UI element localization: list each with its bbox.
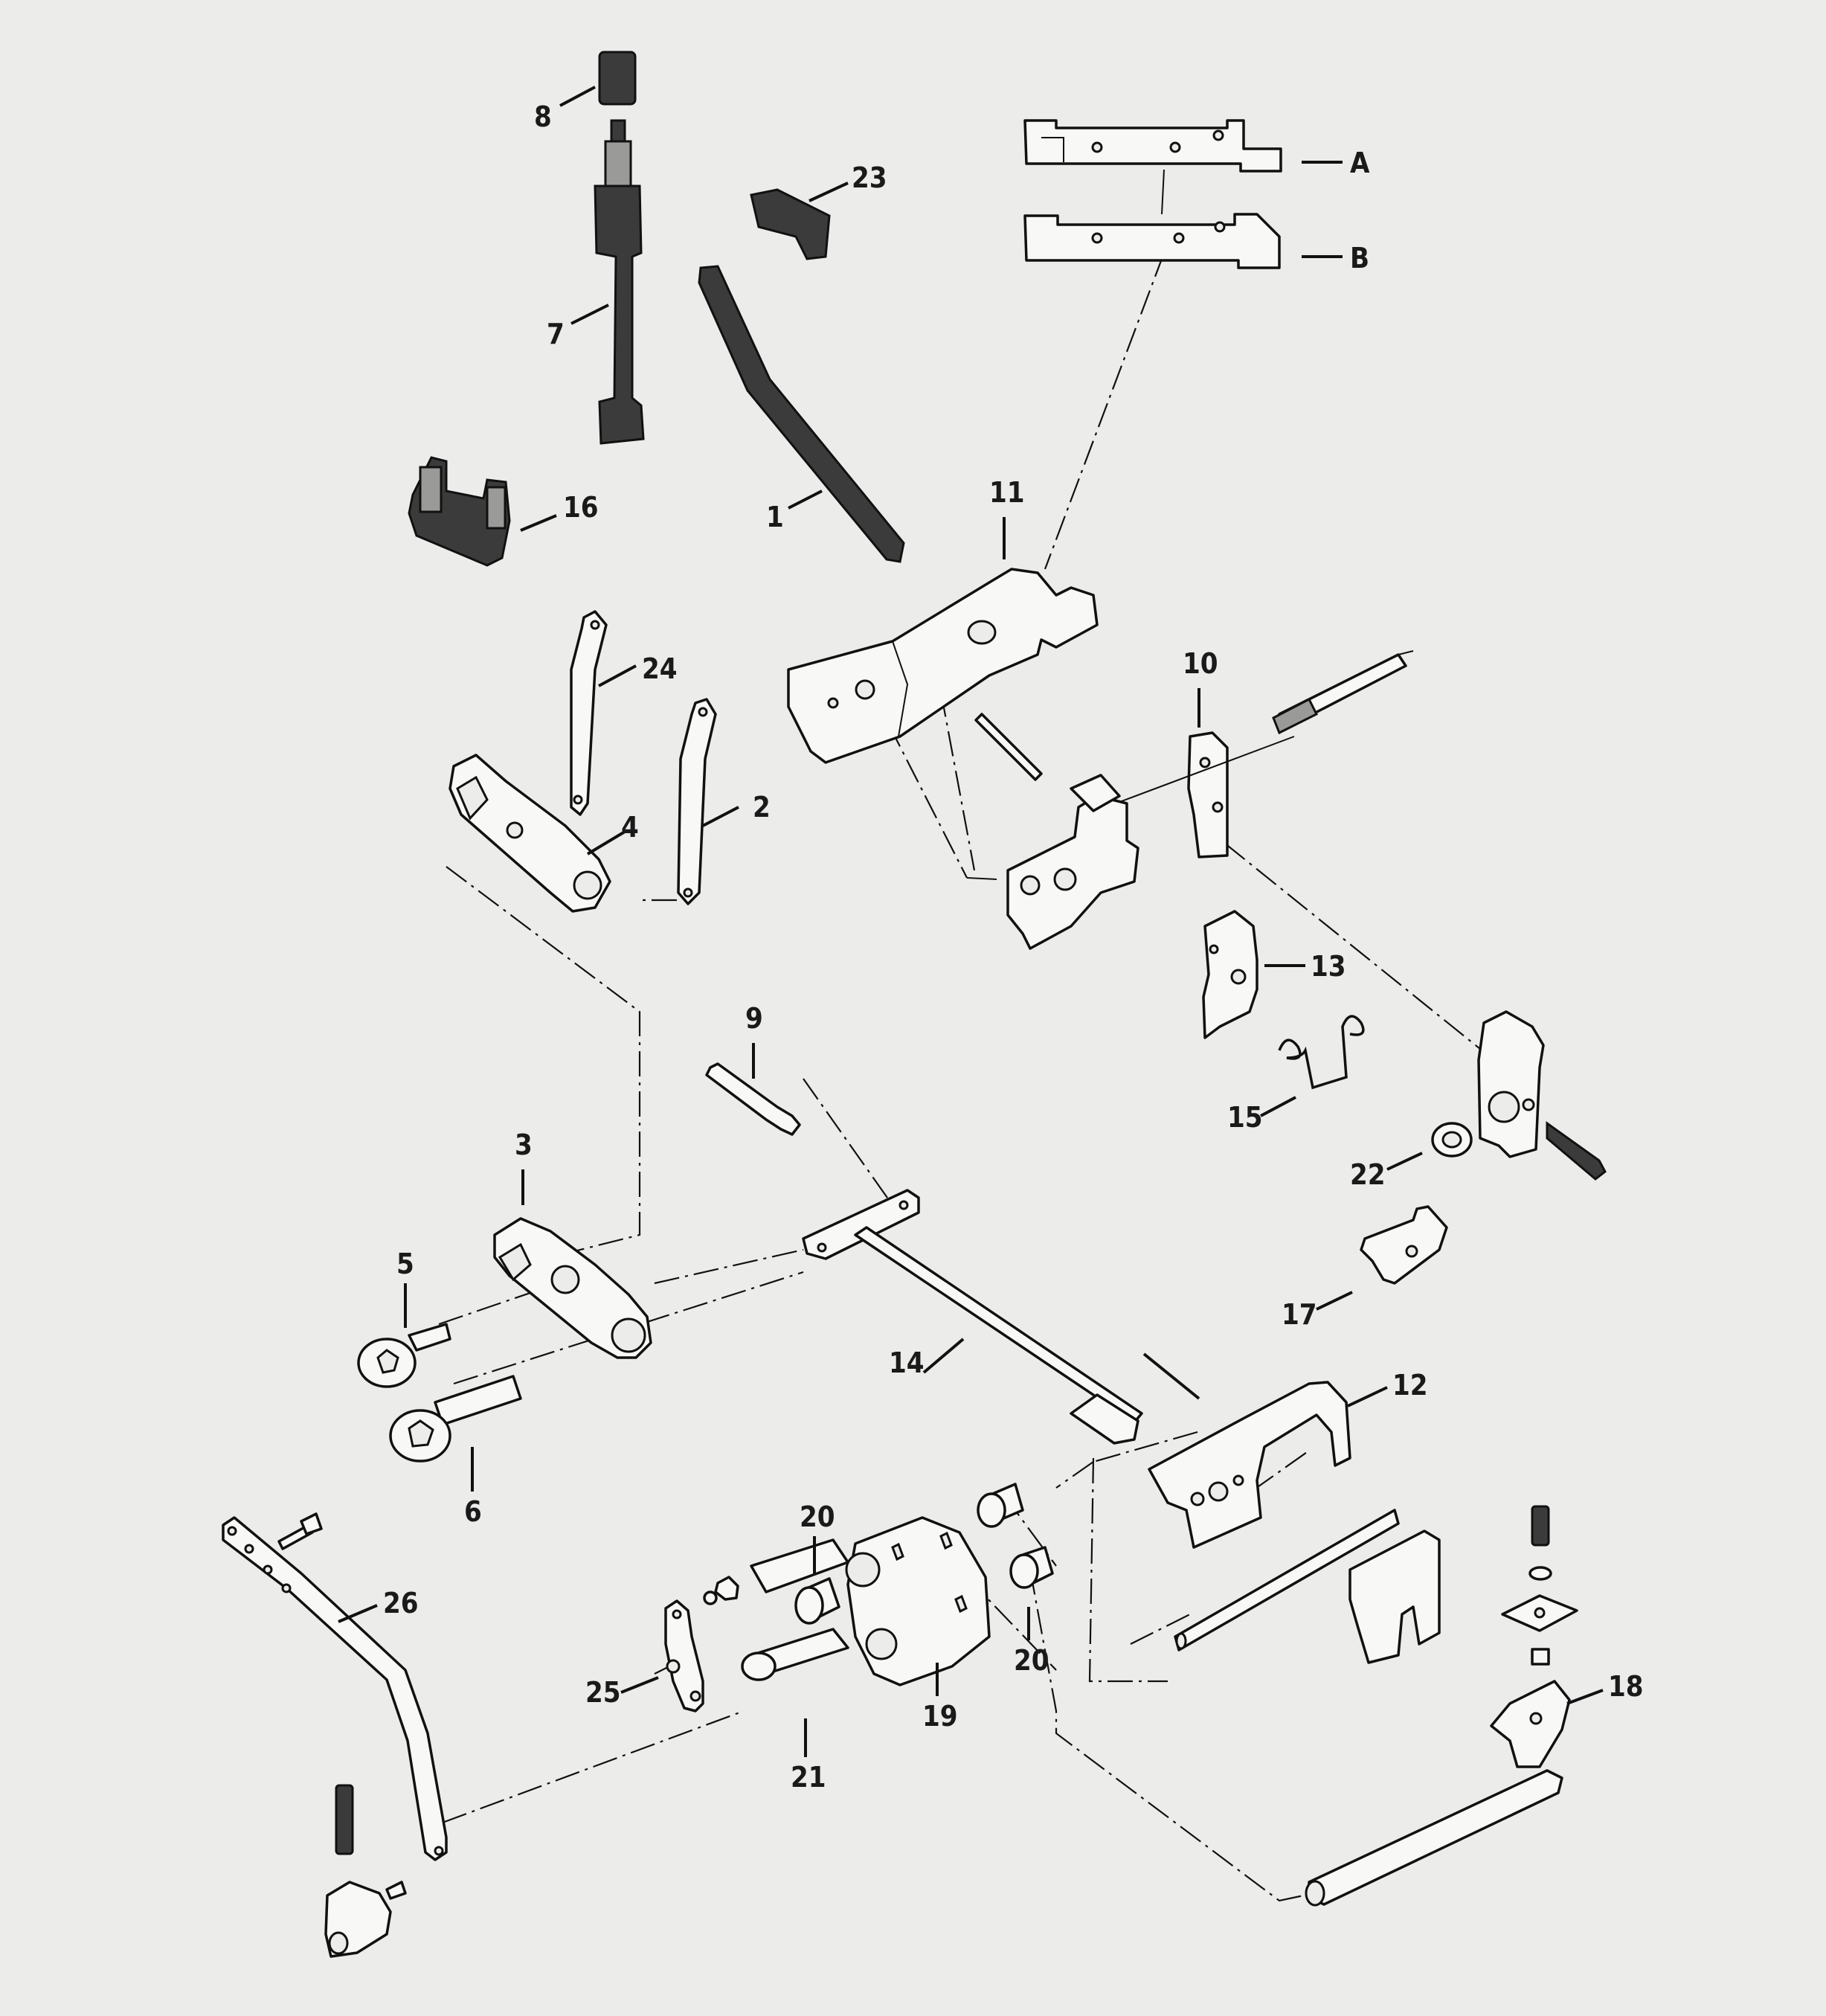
part-23-block — [750, 188, 831, 260]
callout-24: 24 — [642, 652, 678, 685]
part-2-link — [677, 698, 717, 905]
callout-6: 6 — [464, 1495, 482, 1528]
part-9-rod — [705, 1062, 801, 1136]
part-1-bar — [698, 265, 905, 563]
part-14-rod — [802, 1189, 1143, 1445]
slider-carriage — [1006, 774, 1139, 950]
leader-lines — [338, 86, 1604, 1757]
callout-5: 5 — [396, 1248, 414, 1280]
part-5-screw — [357, 1323, 451, 1388]
part-22-collar — [1431, 1122, 1473, 1158]
callout-11: 11 — [989, 476, 1025, 509]
part-15-spring — [1278, 1015, 1365, 1090]
callout-2: 2 — [753, 791, 771, 824]
callout-B: B — [1350, 242, 1369, 275]
part-4-lever — [449, 754, 611, 913]
part-10-bracket — [974, 650, 1414, 858]
guide-shaft — [1174, 1509, 1441, 1664]
callout-17: 17 — [1282, 1298, 1317, 1331]
callout-7: 7 — [547, 318, 565, 350]
part-26-link — [222, 1512, 448, 1958]
callout-8: 8 — [534, 100, 552, 133]
callout-10: 10 — [1183, 647, 1218, 680]
callout-16: 16 — [563, 491, 599, 524]
callout-20-top: 20 — [800, 1500, 835, 1533]
part-24-link — [570, 610, 608, 816]
part-25-lever — [664, 1576, 739, 1712]
callout-20-right: 20 — [1014, 1644, 1049, 1677]
callout-21: 21 — [791, 1761, 826, 1794]
slide-A — [1023, 119, 1282, 173]
part-17-catch — [1360, 1205, 1448, 1285]
callout-14: 14 — [889, 1346, 925, 1379]
callout-labels: 8 7 23 1 16 11 A B 24 2 4 10 13 15 22 9 … — [383, 100, 1644, 1794]
part-8-cap — [598, 51, 637, 106]
part-20-bushings — [794, 1483, 1054, 1625]
part-19-body — [845, 1516, 991, 1686]
part-11-housing — [787, 568, 1099, 764]
part-21-pin — [741, 1538, 849, 1681]
callout-9: 9 — [745, 1002, 763, 1035]
slide-connector — [1161, 169, 1165, 215]
part-7-shaft — [594, 119, 645, 445]
callout-18: 18 — [1608, 1670, 1644, 1703]
callout-26: 26 — [383, 1587, 419, 1619]
callout-25: 25 — [585, 1676, 621, 1709]
slide-B — [1023, 213, 1281, 269]
callout-23: 23 — [852, 161, 887, 194]
part-18-block — [1305, 1505, 1578, 1907]
callout-1: 1 — [766, 501, 784, 533]
part-12-arm — [1142, 1352, 1351, 1549]
callout-13: 13 — [1311, 950, 1346, 983]
callout-15: 15 — [1227, 1101, 1263, 1134]
callout-A: A — [1350, 147, 1370, 179]
callout-12: 12 — [1392, 1369, 1428, 1402]
callout-4: 4 — [621, 811, 639, 844]
end-bracket — [1477, 1010, 1607, 1181]
callout-22: 22 — [1350, 1158, 1386, 1191]
part-13-latch — [1202, 910, 1258, 1039]
part-6-screw — [389, 1375, 522, 1463]
part-16-fork — [408, 456, 511, 567]
callout-19: 19 — [922, 1700, 958, 1733]
part-3-lever — [493, 1217, 652, 1359]
callout-3: 3 — [515, 1129, 533, 1161]
